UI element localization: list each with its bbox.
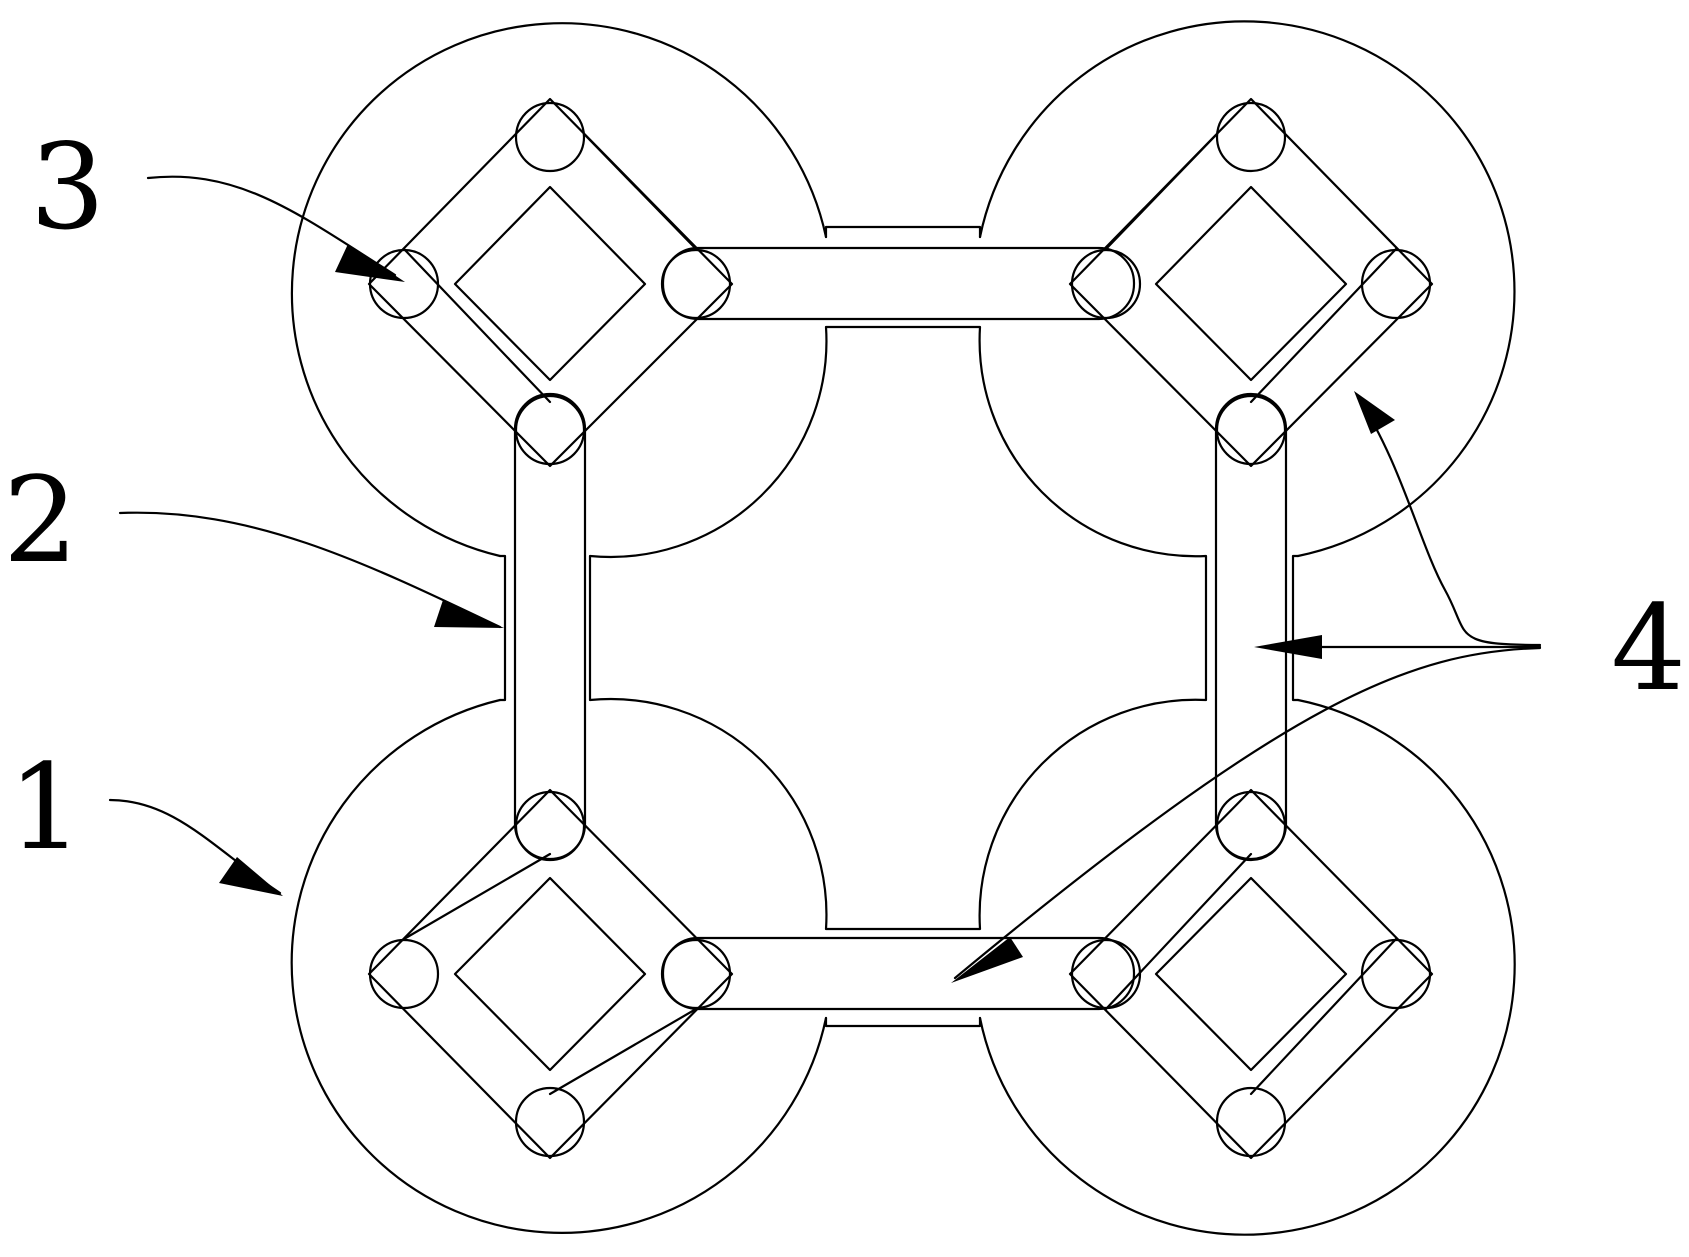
- base-body-outline: [290, 20, 1516, 1236]
- frame-outer: [1068, 788, 1434, 1160]
- leader-line-4-upper: [1356, 396, 1542, 647]
- leader-line-2: [118, 511, 502, 629]
- frame-tie: [1104, 852, 1253, 1011]
- top-right-lobe: [978, 20, 1516, 558]
- roller: [1360, 938, 1432, 1010]
- label-3: 3: [30, 118, 105, 256]
- bottom-left-frame: [367, 788, 734, 1160]
- arrowhead-1: [219, 857, 283, 896]
- roller: [514, 790, 586, 862]
- inner-center-opening: [588, 325, 1208, 931]
- bottom-right-lobe: [978, 698, 1516, 1236]
- reference-numerals: 3 2 1 4: [3, 118, 1686, 876]
- label-2: 2: [3, 451, 78, 589]
- frame-tie: [548, 1007, 698, 1096]
- label-4: 4: [1611, 579, 1686, 717]
- roller: [660, 248, 732, 320]
- roller: [1215, 1086, 1287, 1158]
- frame-outer: [367, 97, 734, 468]
- frame-tie: [402, 852, 552, 941]
- arrowhead-4-middle: [1254, 635, 1322, 659]
- top-left-frame: [367, 97, 734, 468]
- roller: [1070, 248, 1142, 320]
- roller: [1360, 248, 1432, 320]
- bottom-bridge-outer: [824, 1016, 982, 1028]
- arrowhead-2: [434, 600, 504, 628]
- top-right-frame: [1068, 97, 1434, 468]
- frame-outer: [367, 788, 734, 1160]
- roller: [514, 101, 586, 173]
- label-1: 1: [8, 738, 83, 876]
- connecting-strips: [513, 246, 1288, 1011]
- top-strip: [661, 246, 1136, 321]
- leader-lines: [108, 175, 1542, 980]
- roller: [514, 1086, 586, 1158]
- arrowhead-4-lower: [951, 937, 1023, 983]
- top-left-lobe: [290, 22, 828, 558]
- frame-inner: [453, 185, 647, 382]
- roller: [1215, 790, 1287, 862]
- frame-tie: [584, 134, 698, 251]
- right-bridge-outer: [1291, 554, 1300, 702]
- top-bridge-outer: [824, 225, 982, 239]
- roller: [1070, 938, 1142, 1010]
- frame-inner: [453, 876, 647, 1072]
- roller: [514, 394, 586, 466]
- leader-line-4-lower: [953, 646, 1542, 980]
- frame-tie: [1249, 937, 1398, 1096]
- roller: [368, 248, 440, 320]
- arrowhead-4-upper: [1354, 391, 1395, 434]
- roller: [1215, 394, 1287, 466]
- bottom-right-frame: [1068, 788, 1434, 1160]
- frame-inner: [1154, 876, 1348, 1072]
- roller: [660, 938, 732, 1010]
- frame-tie: [1249, 247, 1398, 404]
- roller: [1215, 101, 1287, 173]
- left-bridge-outer: [498, 554, 507, 702]
- frame-tie: [1104, 134, 1217, 251]
- frame-tie: [402, 247, 552, 404]
- arrowhead-3: [335, 244, 405, 282]
- bottom-strip: [661, 936, 1136, 1011]
- roller: [368, 938, 440, 1010]
- bottom-left-lobe: [290, 698, 828, 1234]
- arrowheads: [219, 244, 1395, 983]
- frame-inner: [1154, 185, 1348, 382]
